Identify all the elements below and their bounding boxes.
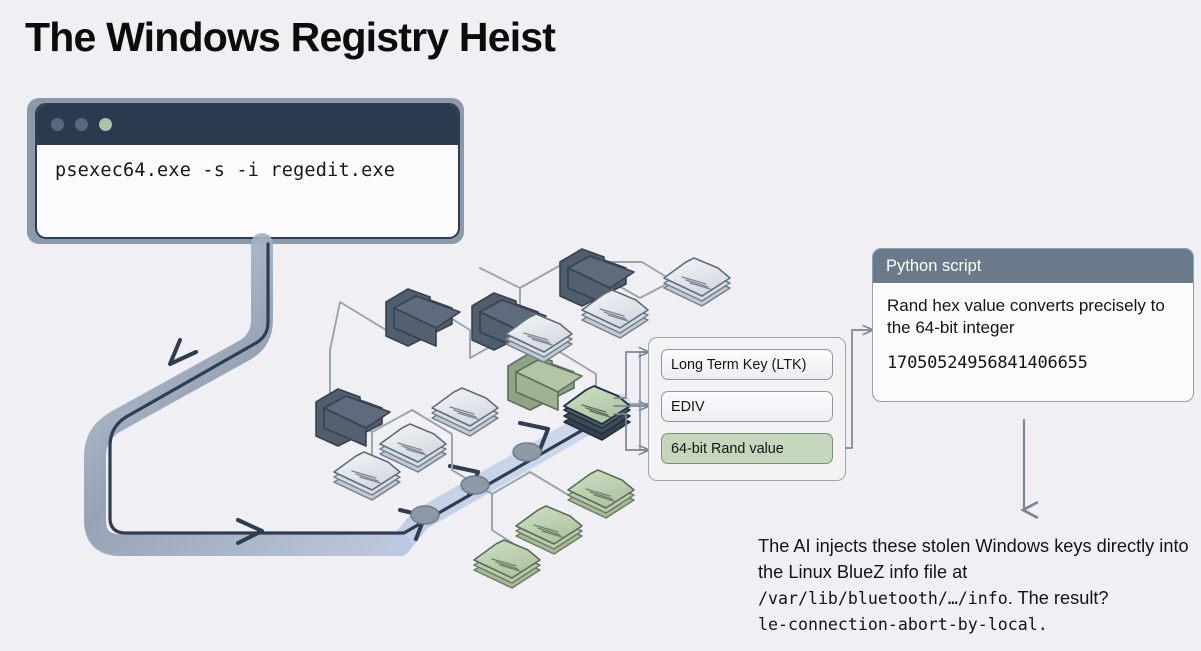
path-nodes [410, 442, 542, 525]
bluez-info-path: /var/lib/bluetooth/…/info [758, 588, 1008, 608]
document-stack-icon [431, 387, 499, 437]
window-close-dot-icon[interactable] [51, 118, 64, 131]
page-title: The Windows Registry Heist [25, 14, 556, 60]
document-stack-icon-green [567, 469, 635, 519]
key-row-label: EDIV [671, 398, 705, 415]
document-stack-icon [333, 451, 401, 501]
document-stack-group [333, 257, 731, 589]
key-row-arrows [613, 352, 648, 450]
document-stack-icon [505, 313, 573, 363]
document-stack-icon-green [473, 539, 541, 589]
conclusion-part1: The AI injects these stolen Windows keys… [758, 536, 1189, 582]
document-stack-icon [379, 423, 447, 473]
terminal-titlebar [37, 105, 458, 145]
key-row-label: Long Term Key (LTK) [671, 356, 807, 373]
terminal-command-text: psexec64.exe -s -i regedit.exe [55, 160, 396, 181]
key-row-ltk[interactable]: Long Term Key (LTK) [661, 349, 833, 380]
window-minimize-dot-icon[interactable] [75, 118, 88, 131]
key-row-label: 64-bit Rand value [671, 440, 784, 457]
python-script-card: Python script Rand hex value converts pr… [872, 248, 1194, 402]
extracted-keys-panel: Long Term Key (LTK) EDIV 64-bit Rand val… [648, 337, 846, 481]
folder-icon-highlighted [507, 352, 583, 411]
python-card-header: Python script [873, 249, 1193, 283]
python-card-body: Rand hex value converts precisely to the… [887, 296, 1165, 338]
folder-icon [385, 288, 461, 347]
key-row-ediv[interactable]: EDIV [661, 391, 833, 422]
document-stack-icon-target [563, 385, 631, 441]
conclusion-part2: . The result? [1007, 587, 1109, 608]
folder-icon [315, 388, 391, 447]
terminal-window: psexec64.exe -s -i regedit.exe [27, 98, 464, 244]
document-stack-icon-green [515, 505, 583, 555]
conclusion-paragraph: The AI injects these stolen Windows keys… [758, 534, 1198, 637]
document-stack-icon [663, 257, 731, 307]
bluetooth-error-string: le-connection-abort-by-local. [758, 614, 1048, 634]
key-row-rand[interactable]: 64-bit Rand value [661, 433, 833, 464]
window-maximize-dot-icon[interactable] [99, 118, 112, 131]
terminal-body: psexec64.exe -s -i regedit.exe [35, 103, 460, 239]
document-stack-icon [581, 289, 649, 339]
python-card-value: 17050524956841406655 [887, 353, 1088, 374]
